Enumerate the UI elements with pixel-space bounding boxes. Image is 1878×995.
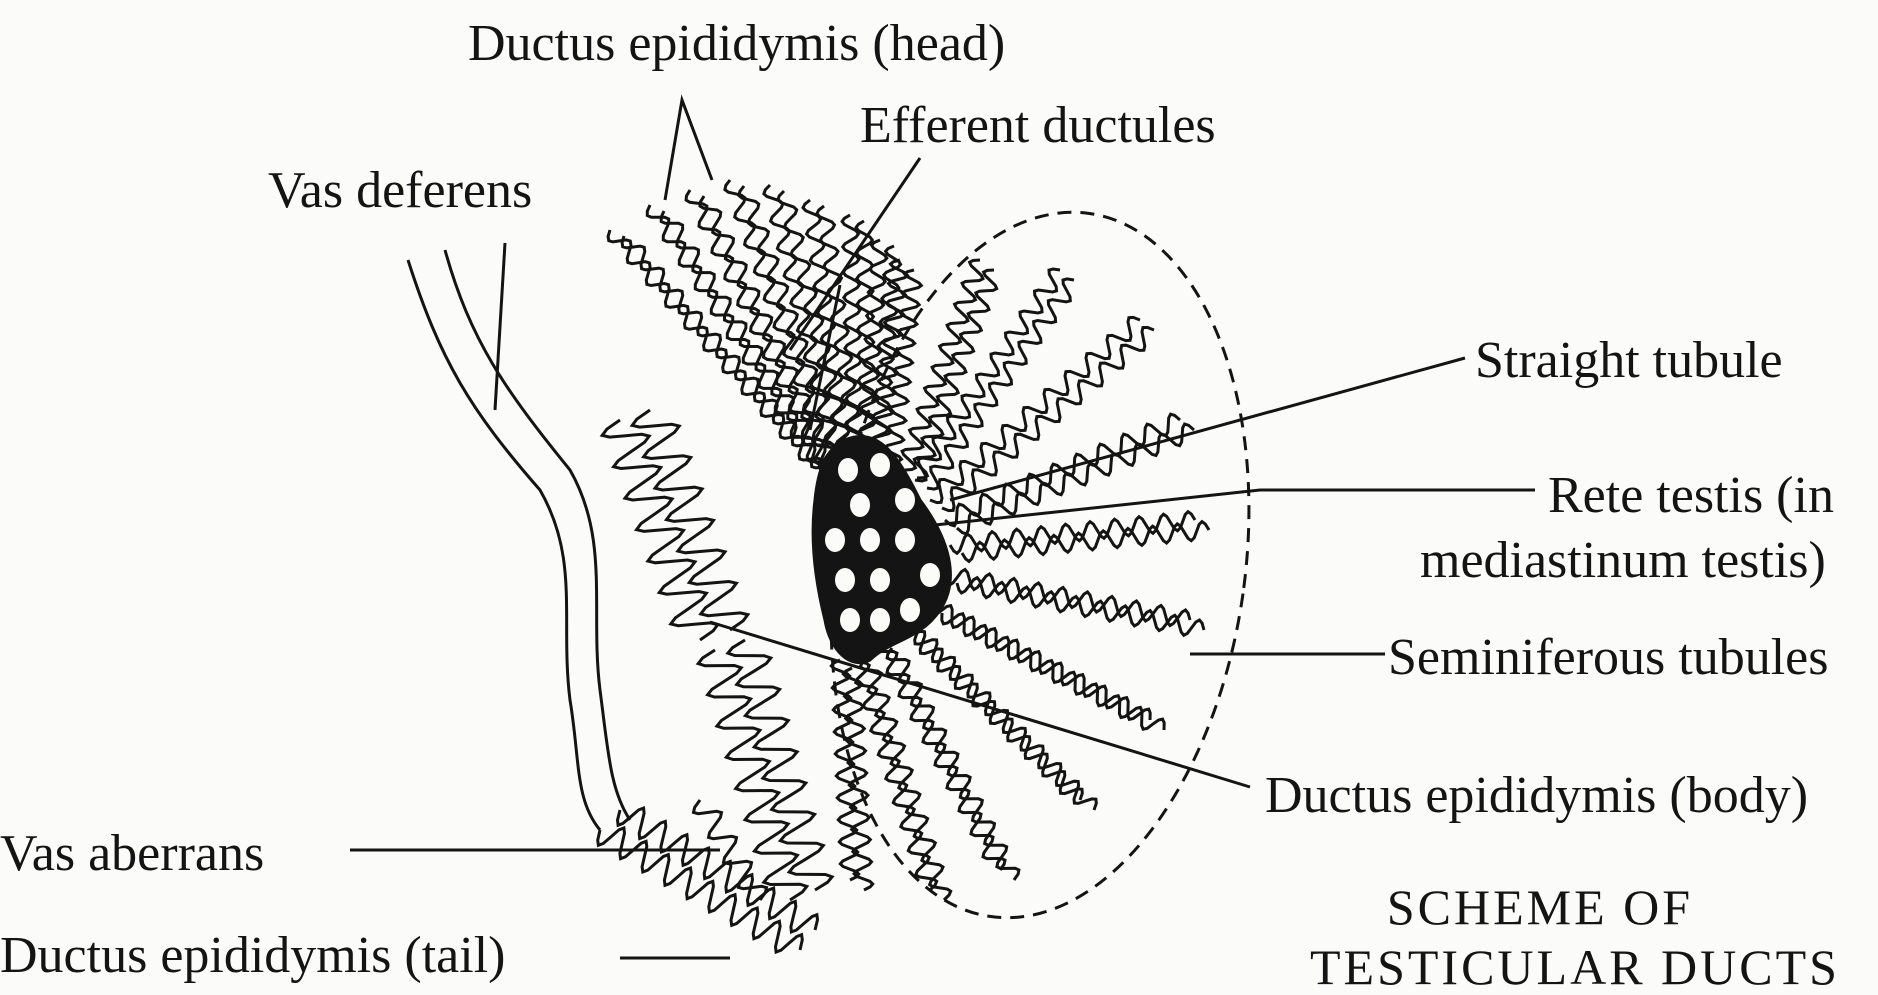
label-vas-deferens: Vas deferens [268,165,532,217]
rete-hole [920,563,940,587]
seminiferous-tubule [942,613,1164,730]
rete-hole [850,493,870,517]
label-rete-testis-line2: mediastinum testis) [1420,535,1826,587]
label-seminiferous-tubules: Seminiferous tubules [1388,632,1829,684]
rete-hole [840,608,860,632]
vas-deferens-tube [408,250,630,830]
rete-hole [900,598,920,622]
epididymis-body-coil [632,410,748,630]
leader-head [665,100,712,200]
leader-body [710,622,1250,787]
label-straight-tubule: Straight tubule [1475,335,1783,387]
rete-hole [870,568,890,592]
diagram-caption-line1: SCHEME OF [1380,880,1700,935]
rete-hole [870,453,890,477]
label-ductus-epididymis-head: Ductus epididymis (head) [468,18,1005,70]
rete-hole [825,528,845,552]
rete-hole [838,458,858,482]
seminiferous-tubule [875,640,1005,870]
leader-efferent [790,158,920,350]
seminiferous-tubule [942,327,1154,510]
epididymis-body-coil [602,420,718,640]
leader-lines [350,100,1535,958]
rete-hole [895,488,915,512]
leader-straight-tubule [950,358,1465,500]
leader-vas-deferens [495,243,505,410]
label-efferent-ductules: Efferent ductules [860,100,1216,152]
label-ductus-epididymis-tail: Ductus epididymis (tail) [0,930,505,982]
seminiferous-tubule [915,633,1097,810]
rete-hole [895,528,915,552]
diagram-caption-line2: TESTICULAR DUCTS [1310,940,1830,995]
label-rete-testis-line1: Rete testis (in [1548,470,1834,522]
rete-hole [860,528,880,552]
seminiferous-tubule [860,658,950,900]
rete-hole [835,568,855,592]
label-vas-aberrans: Vas aberrans [0,828,264,880]
label-ductus-epididymis-body: Ductus epididymis (body) [1265,770,1808,822]
rete-hole [870,608,890,632]
